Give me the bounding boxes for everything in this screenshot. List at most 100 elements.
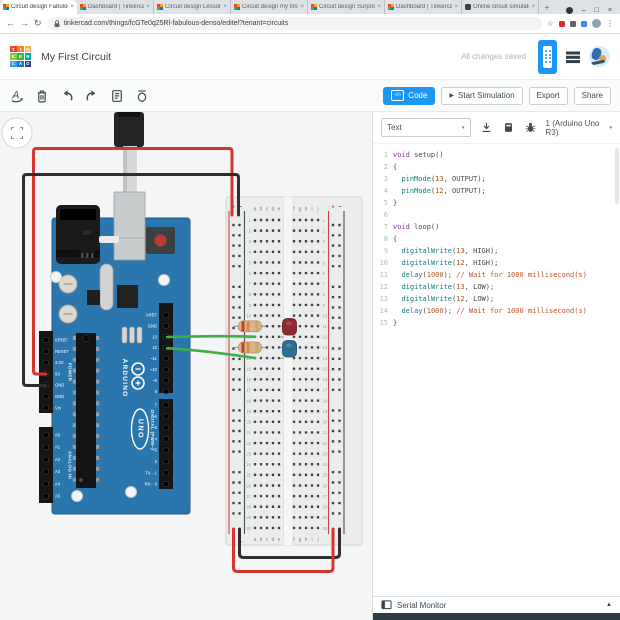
code-scrollbar[interactable] (615, 148, 619, 204)
browser-menu-icon[interactable]: ⋮ (606, 18, 614, 28)
svg-text:15: 15 (246, 366, 251, 371)
window-controls: – □ × (558, 7, 620, 14)
code-line[interactable]: 13 digitalWrite(12, LOW); (373, 293, 620, 305)
resistor[interactable] (233, 341, 267, 354)
browser-tab[interactable]: Online circuit simulator & sche× (462, 0, 539, 14)
rotate-tool-icon[interactable]: A (9, 88, 25, 104)
tab-close-icon[interactable]: × (531, 4, 535, 10)
design-title[interactable]: My First Circuit (41, 50, 112, 63)
svg-text:A4: A4 (55, 481, 61, 486)
code-button[interactable]: </> Code (383, 86, 436, 105)
browser-tab[interactable]: Circuit design my first arduino× (231, 0, 308, 14)
redo-icon[interactable] (84, 88, 100, 104)
tab-close-icon[interactable]: × (377, 4, 381, 10)
code-line[interactable]: 3 pinMode(13, OUTPUT); (373, 173, 620, 185)
extension-icon[interactable] (559, 20, 565, 27)
led-red[interactable] (279, 318, 297, 338)
play-icon: ▶ (449, 93, 455, 99)
usb-cable[interactable] (114, 112, 144, 194)
svg-text:7: 7 (323, 282, 326, 287)
code-line[interactable]: 9 digitalWrite(13, HIGH); (373, 245, 620, 257)
components-panel-button[interactable] (538, 39, 557, 74)
browser-tab[interactable]: Dashboard | Tinkercad× (385, 0, 462, 14)
extension-icon[interactable] (570, 20, 576, 27)
arduino-brand-label: ARDUINO (121, 359, 128, 398)
svg-text:7: 7 (155, 403, 158, 408)
tab-close-icon[interactable]: × (300, 4, 304, 10)
user-avatar[interactable] (589, 46, 610, 67)
download-code-icon[interactable] (480, 121, 493, 134)
close-icon[interactable]: × (607, 7, 612, 14)
back-icon[interactable]: ← (6, 18, 15, 28)
code-line[interactable]: 10 digitalWrite(12, HIGH); (373, 257, 620, 269)
profile-icon[interactable] (565, 7, 573, 14)
tab-close-icon[interactable]: × (146, 4, 150, 10)
svg-text:10: 10 (246, 313, 251, 318)
breadboard-icon (543, 45, 552, 68)
bookmark-star-icon[interactable]: ☆ (546, 18, 554, 28)
edit-mode-select[interactable]: Text ▾ (381, 118, 471, 137)
start-simulation-button[interactable]: ▶ Start Simulation (441, 86, 523, 105)
code-line[interactable]: 8{ (373, 233, 620, 245)
wire-signal-green[interactable] (165, 346, 257, 360)
board-select[interactable]: 1 (Arduino Uno R3) ▾ (546, 119, 612, 137)
browser-tab[interactable]: Circuit design Surprising Kieran× (308, 0, 385, 14)
navbar-right-icons: ☆ ⋮ (547, 19, 614, 28)
forward-icon[interactable]: → (20, 18, 29, 28)
maximize-icon[interactable]: □ (594, 7, 599, 14)
notes-tool-icon[interactable] (109, 88, 125, 104)
undo-icon[interactable] (59, 88, 75, 104)
browser-tab[interactable]: Dashboard | Tinkercad× (77, 0, 154, 14)
breadboard[interactable] (225, 196, 363, 546)
resistor[interactable] (233, 320, 267, 333)
serial-monitor-bar[interactable]: Serial Monitor ▲ (373, 596, 620, 613)
address-bar[interactable]: tinkercad.com/things/fcGTe0q25Rl-fabulou… (46, 17, 542, 30)
wire-signal-green[interactable] (165, 334, 257, 339)
reload-icon[interactable]: ↻ (34, 18, 42, 28)
browser-tab[interactable]: Circuit design Lesson 8: Externa× (154, 0, 231, 14)
new-tab-button[interactable]: + (544, 3, 550, 12)
svg-text:11: 11 (247, 324, 252, 329)
code-line[interactable]: 6 (373, 209, 620, 221)
annotation-tool-icon[interactable] (134, 88, 150, 104)
svg-text:−: − (338, 205, 341, 211)
line-number: 7 (383, 223, 388, 231)
code-line[interactable]: 14 delay(1000); // Wait for 1000 millise… (373, 305, 620, 317)
code-line[interactable]: 12 digitalWrite(13, LOW); (373, 281, 620, 293)
share-button[interactable]: Share (573, 86, 611, 105)
svg-text:5V: 5V (55, 371, 60, 376)
list-view-icon[interactable] (565, 50, 581, 64)
code-line[interactable]: 15} (373, 317, 620, 329)
tab-close-icon[interactable]: × (70, 4, 74, 10)
browser-profile-avatar[interactable] (592, 19, 601, 28)
panel-footer-strip (373, 613, 620, 620)
code-line[interactable]: 5} (373, 197, 620, 209)
svg-text:AREF: AREF (146, 313, 158, 318)
tab-close-icon[interactable]: × (223, 4, 227, 10)
wire-ground-black[interactable] (238, 527, 341, 559)
delete-tool-icon[interactable] (34, 88, 50, 104)
code-line[interactable]: 11 delay(1000); // Wait for 1000 millise… (373, 269, 620, 281)
debug-bug-icon[interactable] (524, 121, 537, 134)
line-number: 1 (383, 151, 388, 159)
led-blue[interactable] (279, 340, 297, 359)
arduino-uno-board[interactable]: ARDUINO UNO DIGITAL (PWM~) POWER ANALOG … (39, 191, 191, 515)
code-line[interactable]: 2{ (373, 161, 620, 173)
browser-tab[interactable]: Circuit design Fabulous Denso× (0, 0, 77, 14)
tab-close-icon[interactable]: × (454, 4, 458, 10)
tab-list: Circuit design Fabulous Denso×Dashboard … (0, 0, 539, 14)
code-line[interactable]: 4 pinMode(12, OUTPUT); (373, 185, 620, 197)
wire-ground-black[interactable] (22, 173, 240, 387)
zoom-to-fit-button[interactable] (1, 117, 33, 149)
circuit-canvas[interactable]: ARDUINO UNO DIGITAL (PWM~) POWER ANALOG … (0, 112, 372, 620)
extension-icon[interactable] (581, 20, 587, 27)
minimize-icon[interactable]: – (581, 7, 586, 14)
export-button[interactable]: Export (528, 86, 568, 105)
wire-power-red[interactable] (32, 147, 234, 376)
wire-power-red[interactable] (232, 527, 335, 573)
component-library-icon[interactable] (502, 121, 515, 134)
